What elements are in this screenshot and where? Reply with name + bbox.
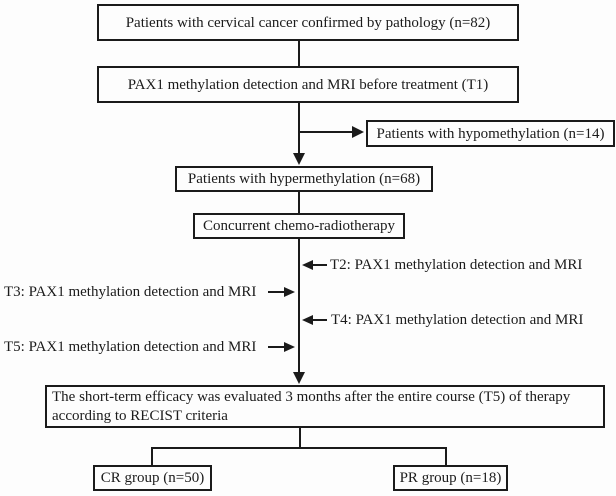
t4-arrowhead (302, 315, 313, 325)
arrowhead-down-hyper (293, 153, 305, 165)
box-pathology: Patients with cervical cancer confirmed … (97, 4, 519, 41)
box-hypomethylation: Patients with hypomethylation (n=14) (366, 120, 615, 147)
box-efficacy-label: The short-term efficacy was evaluated 3 … (52, 388, 571, 424)
t5-arrowhead (284, 342, 295, 352)
t3-arrowhead (284, 287, 295, 297)
box-pathology-label: Patients with cervical cancer confirmed … (125, 14, 491, 31)
t2-arrowhead (302, 260, 313, 270)
arrowhead-down-efficacy (293, 372, 305, 384)
label-t3: T3: PAX1 methylation detection and MRI (4, 284, 257, 300)
box-pr-group: PR group (n=18) (393, 465, 508, 491)
label-t5: T5: PAX1 methylation detection and MRI (4, 339, 257, 355)
box-hypermethylation-label: Patients with hypermethylation (n=68) (187, 171, 421, 187)
box-efficacy-evaluation: The short-term efficacy was evaluated 3 … (45, 385, 605, 428)
box-t1-detection: PAX1 methylation detection and MRI befor… (97, 66, 519, 103)
box-chemoradiotherapy-label: Concurrent chemo-radiotherapy (202, 218, 395, 234)
box-t1-label: PAX1 methylation detection and MRI befor… (127, 76, 489, 93)
box-cr-label: CR group (n=50) (100, 470, 205, 486)
box-chemoradiotherapy: Concurrent chemo-radiotherapy (193, 213, 405, 239)
box-cr-group: CR group (n=50) (93, 465, 212, 491)
box-pr-label: PR group (n=18) (399, 470, 502, 486)
label-t2: T2: PAX1 methylation detection and MRI (330, 257, 583, 273)
box-hypermethylation: Patients with hypermethylation (n=68) (175, 166, 433, 192)
label-t4: T4: PAX1 methylation detection and MRI (331, 312, 584, 328)
arrowhead-right-hypo (352, 126, 364, 138)
box-hypomethylation-label: Patients with hypomethylation (n=14) (376, 125, 605, 142)
